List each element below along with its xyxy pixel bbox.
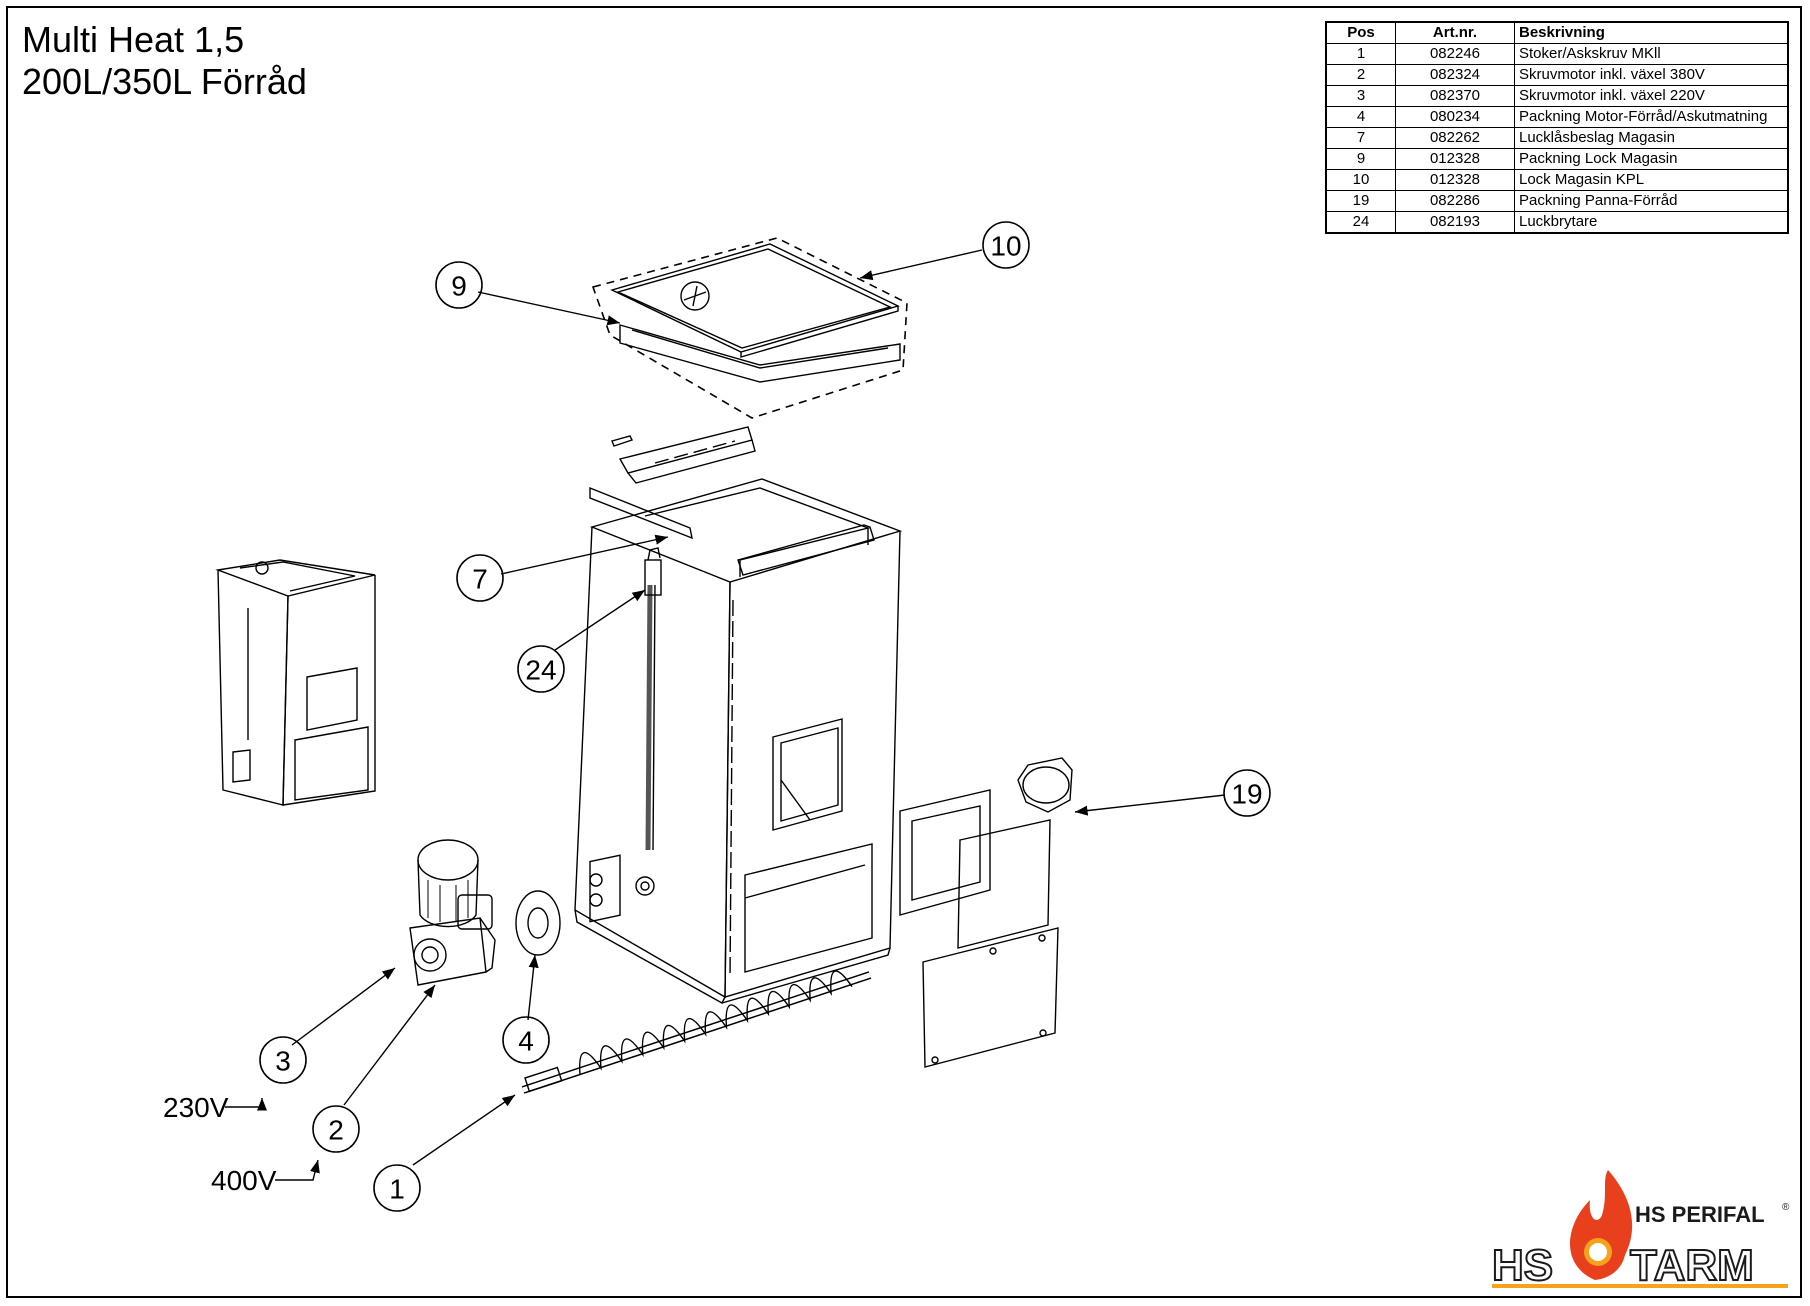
logo-top-text: HS PERIFAL [1635, 1202, 1765, 1227]
lid-assembly [591, 237, 908, 419]
gasket-19 [1017, 757, 1073, 813]
cell-description: Luckbrytare [1514, 211, 1789, 234]
cell-description: Skruvmotor inkl. växel 380V [1514, 64, 1789, 86]
balloons [259, 221, 1271, 1212]
cell-description: Packning Motor-Förråd/Askutmatning [1514, 106, 1789, 128]
drawing-frame [6, 6, 1802, 1298]
header-art-nr: Art.nr. [1395, 21, 1515, 44]
logo-registered: ® [1782, 1202, 1790, 1213]
cell-art-nr: 082262 [1395, 127, 1515, 149]
label-400v: 400V [211, 1165, 277, 1196]
balloon-4: 4 [518, 1026, 534, 1057]
hopper-box [574, 478, 903, 1004]
side-cover-plate [957, 819, 1051, 949]
logo-tarm: TARM [1630, 1241, 1754, 1290]
cell-description: Skruvmotor inkl. växel 220V [1514, 85, 1789, 107]
balloon-7: 7 [472, 564, 488, 595]
screw-auger [521, 970, 872, 1094]
cell-art-nr: 082193 [1395, 211, 1515, 234]
balloon-19: 19 [1231, 779, 1262, 810]
balloon-10: 10 [990, 231, 1021, 262]
ash-cover-plate [922, 927, 1059, 1068]
balloon-24: 24 [525, 655, 556, 686]
label-230v: 230V [163, 1092, 229, 1123]
balloon-3: 3 [275, 1046, 291, 1077]
parts-table-header: Pos Art.nr. Beskrivning [1325, 21, 1789, 44]
cell-description: Stoker/Askskruv MKll [1514, 43, 1789, 65]
balloon-1: 1 [389, 1174, 405, 1205]
cell-description: Packning Panna-Förråd [1514, 190, 1789, 212]
leader-lines [225, 249, 1226, 1181]
cell-art-nr: 082286 [1395, 190, 1515, 212]
title-storage: 200L/350L Förråd [22, 61, 307, 102]
latch-bracket [589, 426, 756, 540]
flame-icon [1570, 1170, 1633, 1280]
motor-gearbox [409, 839, 496, 986]
header-beskrivning: Beskrivning [1514, 21, 1789, 44]
hs-tarm-logo: HS PERIFAL ® HS TARM [1491, 1170, 1790, 1290]
balloon-9: 9 [451, 271, 467, 302]
cell-pos: 24 [1325, 211, 1396, 234]
title-model: Multi Heat 1,5 [22, 19, 245, 60]
assembled-view [215, 559, 376, 806]
gasket-4 [515, 890, 561, 956]
side-gasket-frame [899, 789, 991, 916]
logo-underline [1492, 1284, 1788, 1288]
header-pos: Pos [1325, 21, 1396, 44]
cell-pos: 19 [1325, 190, 1396, 212]
balloon-2: 2 [328, 1115, 344, 1146]
logo-hs: HS [1492, 1241, 1553, 1290]
